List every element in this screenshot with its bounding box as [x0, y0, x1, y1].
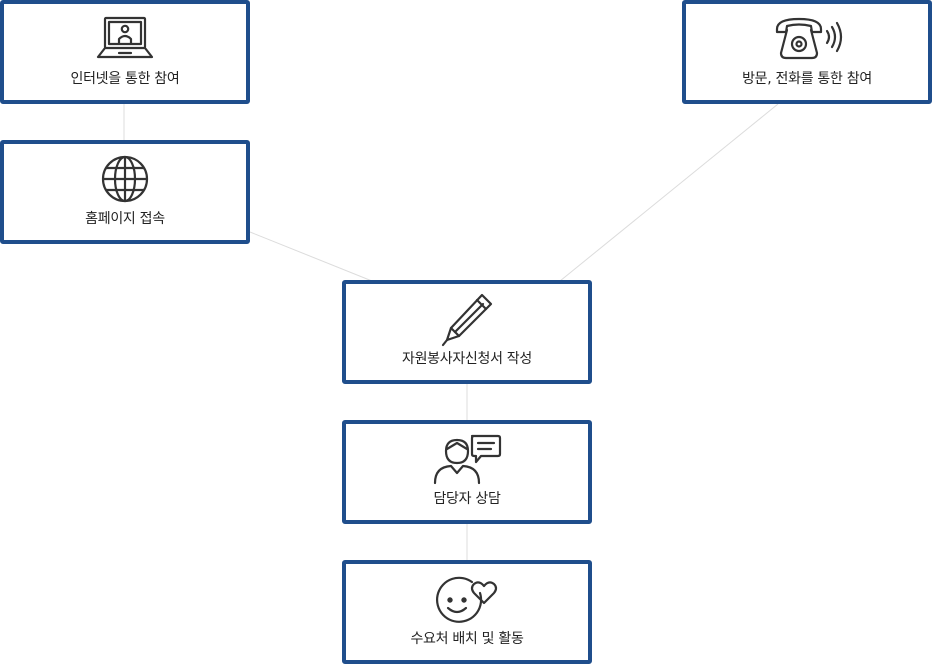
step-homepage-access: 홈페이지 접속 — [0, 140, 250, 244]
telephone-icon — [775, 17, 843, 60]
step-staff-consultation: 담당자 상담 — [342, 420, 592, 524]
step-application-form: 자원봉사자신청서 작성 — [342, 280, 592, 384]
person-chat-icon — [433, 434, 502, 485]
connector-visit-form — [559, 103, 779, 282]
step-label: 자원봉사자신청서 작성 — [402, 351, 532, 367]
step-label: 인터넷을 통한 참여 — [70, 71, 180, 87]
step-placement-activity: 수요처 배치 및 활동 — [342, 560, 592, 664]
step-label: 홈페이지 접속 — [85, 211, 165, 227]
step-label: 방문, 전화를 통한 참여 — [742, 71, 872, 87]
step-visit-phone-participation: 방문, 전화를 통한 참여 — [682, 0, 932, 104]
step-label: 수요처 배치 및 활동 — [410, 631, 524, 647]
step-internet-participation: 인터넷을 통한 참여 — [0, 0, 250, 104]
globe-icon — [101, 155, 149, 203]
smile-heart-icon — [436, 576, 498, 623]
laptop-user-icon — [96, 16, 154, 59]
pencil-icon — [441, 293, 493, 347]
step-label: 담당자 상담 — [433, 491, 501, 507]
connector-homepage-form — [249, 231, 373, 282]
